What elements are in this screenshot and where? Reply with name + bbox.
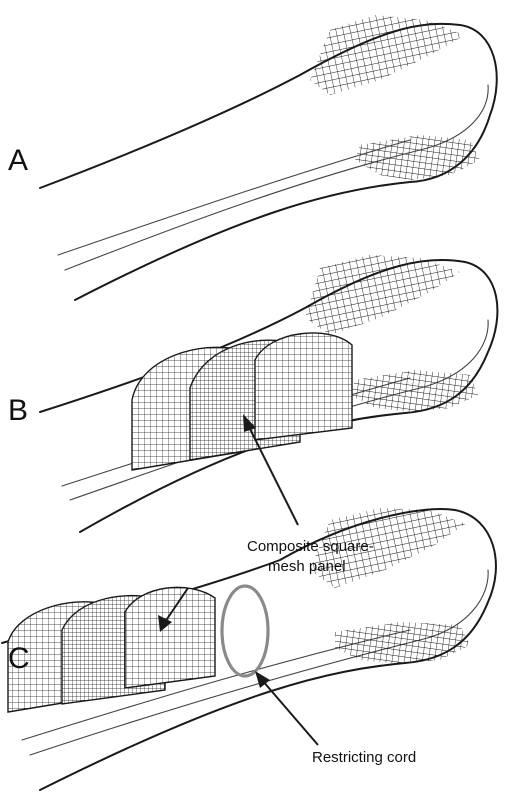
net-a-mesh-top — [310, 15, 465, 95]
panel-label-a: A — [8, 144, 28, 177]
panel-label-b: B — [8, 394, 28, 427]
callout-panel-line1: Composite square- — [247, 538, 374, 555]
net-a: A — [8, 15, 497, 300]
net-b-square-mesh-panel — [132, 333, 352, 470]
callout-restricting-cord: Restricting cord — [255, 671, 416, 766]
net-b-mesh-top — [305, 255, 460, 335]
restricting-cord-ring — [222, 586, 268, 676]
arrow-to-cord — [262, 680, 318, 745]
panel-label-c: C — [8, 642, 30, 675]
net-a-mesh-bottom — [355, 135, 480, 180]
net-c-square-mesh-panel — [8, 587, 215, 712]
net-b-mesh-bottom — [350, 370, 478, 412]
callout-cord-label: Restricting cord — [312, 749, 416, 766]
callout-panel-line2: mesh panel — [268, 558, 346, 575]
net-c-mesh-bottom — [335, 622, 470, 664]
